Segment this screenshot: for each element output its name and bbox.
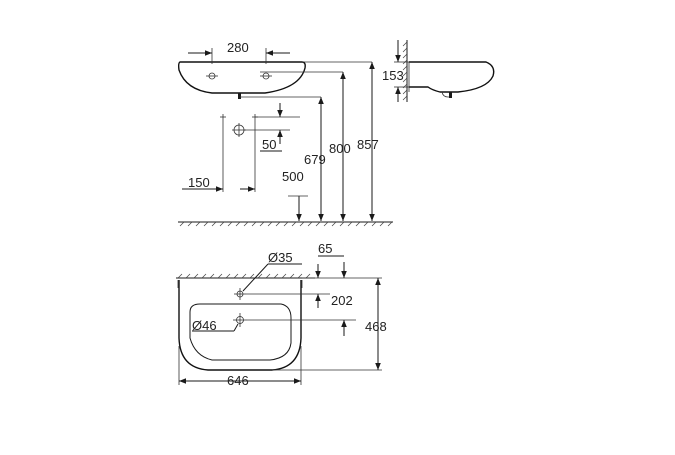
dim-label-500: 500 [282,169,304,184]
supply-marker-left [220,114,226,120]
dim-label-468: 468 [365,319,387,334]
dimension-857: 857 [357,62,379,221]
dim-label-50: 50 [262,137,276,152]
drain-hole-plan [233,313,247,327]
dim-label-280: 280 [227,40,249,55]
dim-label-150: 150 [188,175,210,190]
plan-view: Ø35 Ø46 65 202 468 [176,241,387,388]
dimension-679: 679 [304,97,326,221]
dimension-202: 202 [247,262,382,336]
dim-label-202: 202 [331,293,353,308]
waste-outlet [238,93,241,99]
tap-hole-plan [234,288,246,300]
floor-line [178,221,393,227]
dimension-646: 646 [178,346,302,388]
waste-connection [232,123,246,137]
dimension-diam-35: Ø35 [242,250,302,292]
tap-hole-right [260,72,272,80]
dimension-468: 468 [272,278,387,371]
basin-front-outline [177,61,306,94]
dim-label-diam-35: Ø35 [268,250,293,265]
dimension-280: 280 [188,40,290,64]
basin-plan-outline [178,280,302,371]
tap-hole-left [206,72,218,80]
dimension-150: 150 [182,175,255,192]
dimension-50: 50 [260,103,283,152]
side-waste-outlet [449,92,452,98]
dimension-800: 800 [329,72,351,221]
front-view: 280 50 [177,40,393,227]
basin-bowl-outline [189,303,292,361]
side-waste-curve [441,91,452,98]
dim-label-800: 800 [329,141,351,156]
plan-wall-hatch [177,273,311,279]
basin-side-outline [409,61,495,93]
dim-label-646: 646 [227,373,249,388]
dim-label-153: 153 [382,68,404,83]
side-wall-hatch [402,41,408,101]
dimension-65: 65 [246,241,344,308]
dim-label-65: 65 [318,241,332,256]
dim-label-857: 857 [357,137,379,152]
dim-label-679: 679 [304,152,326,167]
dim-label-diam-46: Ø46 [192,318,217,333]
dimension-153: 153 [382,40,409,102]
dimension-diam-46: Ø46 [192,318,239,333]
dimension-500: 500 [282,169,308,221]
side-view: 153 [382,40,495,102]
